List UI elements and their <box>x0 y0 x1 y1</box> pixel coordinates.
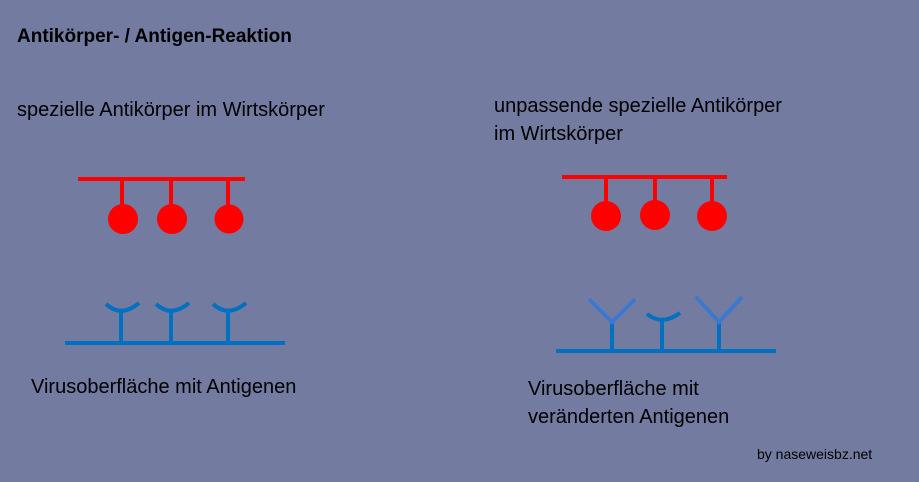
credit-text: by naseweisbz.net <box>757 446 873 462</box>
antigen-receptor <box>104 301 141 313</box>
altered-antigen <box>587 297 637 325</box>
left-antibody-label: spezielle Antikörper im Wirtskörper <box>17 99 325 121</box>
left-virus-label: Virusoberfläche mit Antigenen <box>31 376 297 398</box>
antibody-head <box>640 200 670 230</box>
antibody-head <box>157 204 187 234</box>
right-virus-label-line1: Virusoberfläche mit <box>528 378 699 400</box>
antibody-head <box>591 201 621 231</box>
altered-antigen <box>694 295 744 325</box>
antibody-head <box>214 204 244 234</box>
antigen-receptor <box>154 301 191 313</box>
antibody-head <box>697 201 727 231</box>
right-antibodies <box>562 175 727 231</box>
antigen-receptor <box>645 311 682 322</box>
left-antibodies <box>78 177 245 234</box>
antigen-receptor <box>211 301 248 313</box>
diagram-title: Antikörper- / Antigen-Reaktion <box>17 26 292 47</box>
right-virus-surface <box>556 295 776 353</box>
left-virus-surface <box>65 301 285 345</box>
antibody-head <box>108 204 138 234</box>
right-antibody-label-line1: unpassende spezielle Antikörper <box>494 95 782 117</box>
right-antibody-label-line2: im Wirtskörper <box>494 123 623 145</box>
right-virus-label-line2: veränderten Antigenen <box>528 406 730 428</box>
